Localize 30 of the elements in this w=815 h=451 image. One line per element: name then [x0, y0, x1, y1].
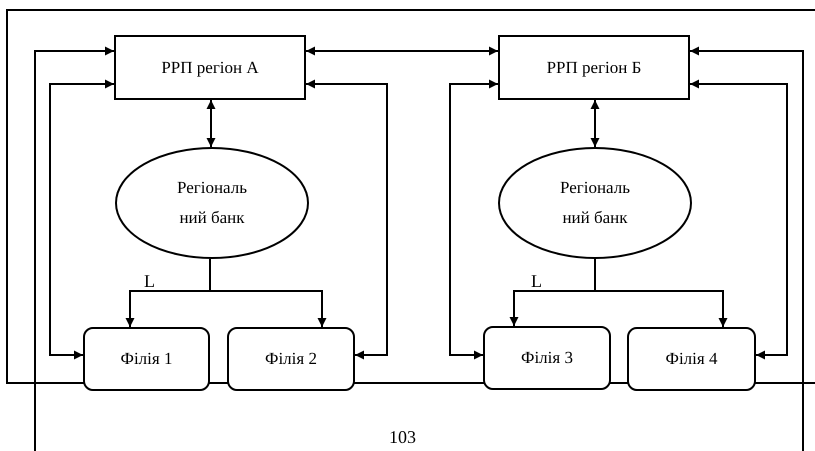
node-text: РРП регіон Б	[546, 58, 642, 78]
node-text: РРП регіон А	[161, 58, 259, 78]
arrow	[49, 80, 114, 360]
region-box	[498, 35, 690, 100]
edge-label: L	[143, 272, 156, 290]
edge-label: L	[530, 272, 543, 290]
branch-box	[227, 327, 355, 391]
arrow	[206, 100, 216, 147]
arrow	[690, 46, 804, 451]
node-text: Регіональ ний банк	[176, 177, 248, 229]
arrow	[209, 259, 326, 327]
arrow	[594, 259, 728, 327]
bank-ellipse	[115, 147, 309, 259]
arrow	[590, 100, 600, 147]
node-text: Філія 3	[521, 348, 573, 368]
node-text: Філія 2	[265, 349, 317, 369]
page-number: 103	[388, 428, 417, 446]
arrow	[690, 80, 788, 360]
node-text: Філія 4	[666, 349, 718, 369]
arrow	[306, 46, 498, 56]
region-box	[114, 35, 306, 100]
node-text: Філія 1	[120, 349, 172, 369]
branch-box	[483, 326, 611, 390]
branch-box	[83, 327, 210, 391]
arrow	[449, 80, 498, 360]
node-text: Регіональ ний банк	[558, 177, 631, 229]
arrow	[306, 80, 388, 360]
arrow	[34, 46, 114, 451]
branch-box	[627, 327, 756, 391]
bank-ellipse	[498, 147, 692, 259]
